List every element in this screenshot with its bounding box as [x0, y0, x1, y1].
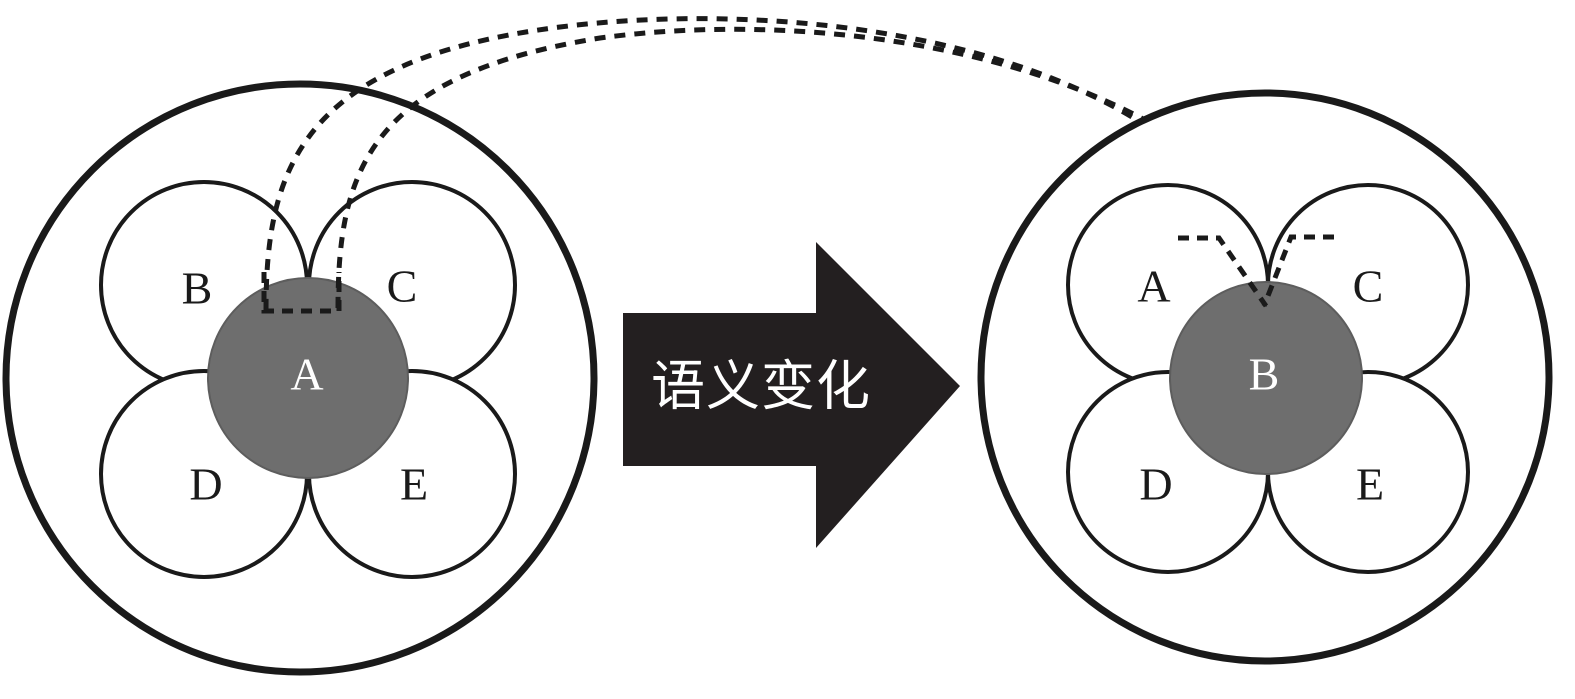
left-petal-label-c: C: [387, 261, 418, 312]
left-petal-label-d: D: [189, 459, 222, 510]
right-petal-label-e: E: [1356, 459, 1384, 510]
transition-arrow-group: 语义变化: [623, 242, 960, 548]
right-petal-label-c: C: [1353, 261, 1384, 312]
left-center-circle: [207, 277, 409, 479]
left-dashed-rectangle-annotation: [261, 272, 342, 314]
right-petal-label-a: A: [1137, 261, 1170, 312]
right-dashed-arrowhead-left: [1178, 235, 1269, 308]
right-center-circle: [1169, 281, 1363, 475]
right-center-label-b: B: [1249, 349, 1280, 400]
right-petal-label-d: D: [1139, 459, 1172, 510]
left-center-label-a: A: [290, 349, 323, 400]
right-dashed-arrowhead-right: [1261, 234, 1334, 307]
semantic-change-arrow-caption: 语义变化: [651, 355, 871, 418]
left-petal-label-e: E: [400, 459, 428, 510]
semantic-change-arrow-shape: [623, 242, 960, 548]
left-petal-label-b: B: [182, 263, 213, 314]
right-cluster: A C D E B: [977, 89, 1553, 665]
left-cluster: B C D E A: [2, 80, 598, 676]
